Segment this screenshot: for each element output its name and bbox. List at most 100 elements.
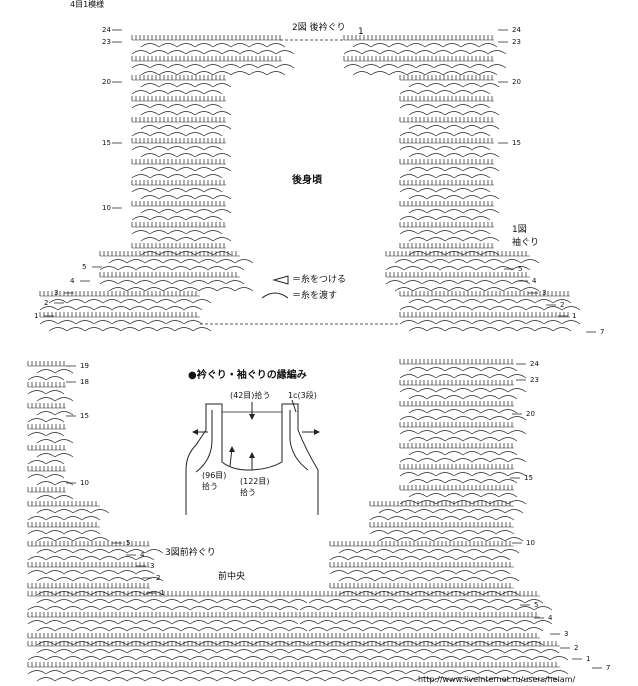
stitch-arc <box>394 259 414 264</box>
stitch-arc <box>72 677 92 682</box>
stitch-arc <box>506 627 526 632</box>
stitch-arc <box>426 153 446 158</box>
stitch-arc <box>93 306 113 311</box>
stitch-arc <box>108 591 128 596</box>
stitch-arc <box>102 299 122 304</box>
stitch-arc <box>502 259 522 264</box>
stitch-arc <box>415 50 435 55</box>
stitch-arc <box>344 641 364 646</box>
stitch-arc <box>234 649 254 654</box>
stitch-arc <box>234 599 254 604</box>
stitch-arc <box>66 327 86 332</box>
stitch-arc <box>45 556 65 561</box>
stitch-arc <box>462 153 482 158</box>
stitch-arc <box>464 591 484 596</box>
stitch-arc <box>398 627 418 632</box>
stitch-arc <box>426 367 446 372</box>
stitch-arc <box>185 50 205 55</box>
stitch-arc <box>99 606 119 611</box>
stitch-arc <box>453 146 473 151</box>
stitch-arc <box>45 606 65 611</box>
stitch-arc <box>385 280 405 285</box>
stitch-arc <box>417 230 437 235</box>
stitch-arc <box>462 409 482 414</box>
stitch-arc <box>225 266 245 271</box>
stitch-arc <box>216 649 236 654</box>
stitch-arc <box>417 388 437 393</box>
stitch-arc <box>489 500 509 505</box>
stitch-arc <box>487 50 507 55</box>
stitch-arc <box>324 649 344 654</box>
stitch-arc <box>515 606 535 611</box>
stitch-arc <box>174 327 194 332</box>
stitch-arc <box>27 390 47 395</box>
stitch-arc <box>135 280 155 285</box>
stitch-arc <box>203 174 223 179</box>
stitch-arc <box>203 216 223 221</box>
legend-carry-text: ＝糸を渡す <box>292 291 338 301</box>
stitch-arc <box>63 530 83 535</box>
stitch-arc <box>297 670 317 675</box>
stitch-arc <box>138 327 158 332</box>
stitch-arc <box>435 374 455 379</box>
stitch-arc <box>468 649 488 654</box>
stitch-arc <box>408 167 428 172</box>
stitch-arc <box>435 388 455 393</box>
stitch-arc <box>239 50 259 55</box>
stitch-arc <box>180 649 200 654</box>
inset-rows-note: 1c(3段) <box>288 391 317 400</box>
stitch-arc <box>183 320 203 325</box>
stitch-arc <box>426 237 446 242</box>
stitch-arc <box>108 549 128 554</box>
stitch-arc <box>185 132 205 137</box>
stitch-arc <box>469 64 489 69</box>
stitch-arc <box>39 306 59 311</box>
stitch-arc <box>315 670 335 675</box>
stitch-arc <box>135 656 155 661</box>
armhole-label: 1図 袖ぐり <box>512 225 540 248</box>
stitch-arc <box>387 670 407 675</box>
stitch-arc <box>495 656 515 661</box>
stitch-arc <box>388 43 408 48</box>
stitch-arc <box>466 287 486 292</box>
stitch-arc <box>81 670 101 675</box>
stitch-arc <box>198 627 218 632</box>
stitch-arc <box>365 556 385 561</box>
stitch-arc <box>266 71 286 76</box>
stitch-arc <box>192 299 212 304</box>
back-row-left-10: 10 <box>102 204 111 212</box>
stitch-arc <box>439 280 459 285</box>
stitch-arc <box>484 287 504 292</box>
stitch-arc <box>464 549 484 554</box>
stitch-arc <box>194 237 214 242</box>
stitch-arc <box>81 656 101 661</box>
stitch-arc <box>45 670 65 675</box>
stitch-arc <box>479 606 499 611</box>
stitch-arc <box>504 509 524 514</box>
stitch-arc <box>356 549 376 554</box>
stitch-arc <box>72 577 92 582</box>
stitch-arc <box>129 306 149 311</box>
stitch-arc <box>441 656 461 661</box>
stitch-arc <box>144 287 164 292</box>
stitch-arc <box>423 516 443 521</box>
stitch-arc <box>225 620 245 625</box>
stitch-arc <box>561 306 581 311</box>
stitch-arc <box>488 641 508 646</box>
stitch-arc <box>180 287 200 292</box>
front-right-row-20: 20 <box>526 410 535 418</box>
stitch-arc <box>498 327 518 332</box>
stitch-arc <box>403 266 423 271</box>
stitch-arc <box>144 627 164 632</box>
stitch-arc <box>543 306 563 311</box>
stitch-arc <box>333 670 353 675</box>
stitch-arc <box>194 167 214 172</box>
stitch-arc <box>506 599 526 604</box>
front-left-row-3: 3 <box>150 562 154 570</box>
stitch-arc <box>288 677 308 682</box>
stitch-arc <box>36 495 56 500</box>
stitch-arc <box>326 627 346 632</box>
stitch-arc <box>167 230 187 235</box>
stitch-arc <box>198 677 218 682</box>
stitch-arc <box>405 656 425 661</box>
